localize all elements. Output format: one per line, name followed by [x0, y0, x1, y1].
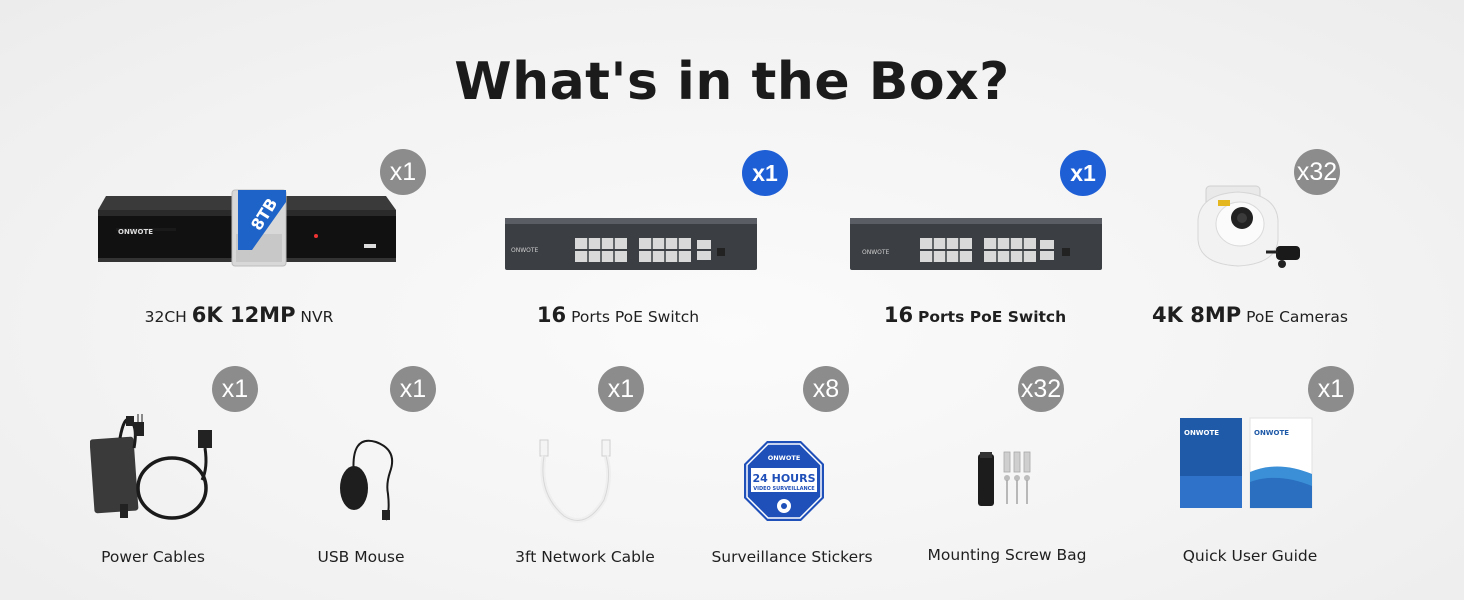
power-label: Power Cables [101, 548, 205, 566]
guide-qty-badge: x1 [1308, 366, 1354, 412]
camera-label: 4K 8MP PoE Cameras [1152, 303, 1348, 327]
guide-label: Quick User Guide [1182, 547, 1318, 565]
switch1-product: ONWOTE [505, 218, 759, 276]
nvr-label: 32CH 6K 12MP NVR [144, 303, 334, 327]
mouse-qty-badge: x1 [390, 366, 436, 412]
screw-bag-icon [978, 451, 1031, 506]
nvr-icon: ONWOTE 8TB [98, 189, 396, 267]
switch2-qty-badge: x1 [1060, 150, 1106, 196]
sticker-label: Surveillance Stickers [711, 548, 873, 566]
switch1-qty-badge: x1 [742, 150, 788, 196]
power-qty-badge: x1 [212, 366, 258, 412]
network-cable-icon [539, 439, 612, 523]
power-adapter-icon [89, 414, 212, 520]
cable-qty-badge: x1 [598, 366, 644, 412]
power-product [89, 408, 220, 528]
dome-camera-icon [1197, 185, 1300, 268]
sticker-line1: 24 HOURS [752, 472, 815, 485]
mouse-label: USB Mouse [317, 548, 405, 566]
guide-brand-1: ONWOTE [1184, 429, 1219, 437]
sticker-brand: ONWOTE [768, 454, 801, 462]
screws-label: Mounting Screw Bag [927, 546, 1087, 564]
nvr-brand: ONWOTE [118, 228, 153, 236]
switch2-product: ONWOTE [850, 218, 1104, 276]
switch1-brand: ONWOTE [511, 247, 539, 254]
nvr-qty-badge: x1 [380, 149, 426, 195]
sticker-line2: VIDEO SURVEILLANCE [753, 486, 815, 492]
poe-switch-icon: ONWOTE [850, 218, 1102, 270]
mouse-product [330, 432, 414, 528]
switch2-label: 16 Ports PoE Switch [883, 303, 1067, 327]
page-title: What's in the Box? [454, 52, 1010, 112]
screws-qty-badge: x32 [1018, 366, 1064, 412]
switch1-label: 16 Ports PoE Switch [536, 303, 700, 327]
cable-product [534, 434, 624, 530]
nvr-product: ONWOTE 8TB [96, 188, 400, 272]
cable-label: 3ft Network Cable [515, 548, 655, 566]
sticker-product: ONWOTE 24 HOURS VIDEO SURVEILLANCE [743, 440, 825, 526]
usb-mouse-icon [340, 439, 394, 521]
sticker-qty-badge: x8 [803, 366, 849, 412]
poe-switch-icon: ONWOTE [505, 218, 757, 270]
camera-qty-badge: x32 [1294, 149, 1340, 195]
user-guide-icon: ONWOTE ONWOTE [1180, 417, 1313, 509]
sticker-icon: ONWOTE 24 HOURS VIDEO SURVEILLANCE [744, 441, 824, 521]
screws-product [974, 448, 1044, 514]
switch2-brand: ONWOTE [862, 249, 890, 256]
camera-product [1192, 180, 1316, 276]
guide-brand-2: ONWOTE [1254, 429, 1289, 437]
guide-product: ONWOTE ONWOTE [1178, 416, 1314, 516]
